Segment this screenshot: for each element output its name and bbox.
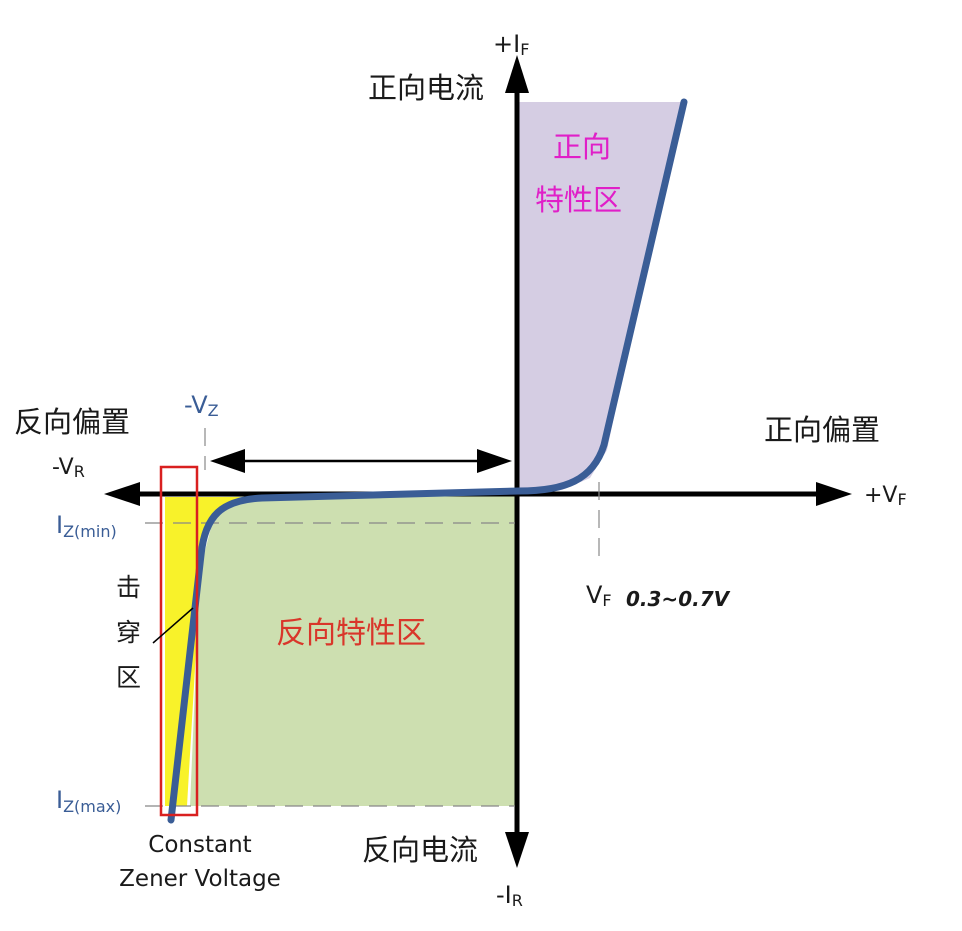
forward-region-label-2: 特性区 [535, 183, 622, 217]
breakdown-char-2: 穿 [116, 618, 141, 647]
x-axis-arrow-right [816, 482, 852, 506]
vf-label: VF [586, 581, 612, 610]
vf-range-label: 0.3~0.7V [626, 587, 731, 611]
y-neg-axis-label: -IR [496, 881, 523, 910]
span-arrow-right-head [477, 449, 512, 473]
reverse-region-label: 反向特性区 [276, 616, 426, 651]
x-pos-axis-label: +VF [864, 483, 907, 509]
reverse-current-label: 反向电流 [362, 833, 478, 867]
forward-current-label: 正向电流 [368, 71, 484, 105]
forward-region-label-1: 正向 [553, 130, 611, 164]
reverse-region [190, 492, 519, 806]
y-pos-axis-label: +IF [493, 30, 529, 59]
reverse-bias-label: 反向偏置 [14, 405, 130, 439]
y-axis-arrow-up [505, 55, 529, 93]
forward-bias-label: 正向偏置 [764, 413, 880, 447]
breakdown-char-3: 区 [116, 663, 141, 692]
y-axis-arrow-down [505, 832, 529, 868]
breakdown-pointer [152, 607, 194, 644]
zener-label-2: Zener Voltage [119, 866, 281, 892]
span-arrow-left-head [210, 449, 245, 473]
breakdown-char-1: 击 [116, 573, 141, 602]
iv-curve [167, 98, 688, 824]
izmax-label: IZ(max) [56, 786, 121, 816]
x-axis-arrow-left [104, 482, 140, 506]
forward-region [519, 102, 681, 492]
x-neg-axis-label: -VR [52, 455, 85, 481]
vz-label: -VZ [184, 391, 219, 420]
izmin-label: IZ(min) [56, 511, 117, 541]
zener-label-1: Constant [148, 832, 251, 858]
breakdown-highlight-box [159, 465, 199, 817]
